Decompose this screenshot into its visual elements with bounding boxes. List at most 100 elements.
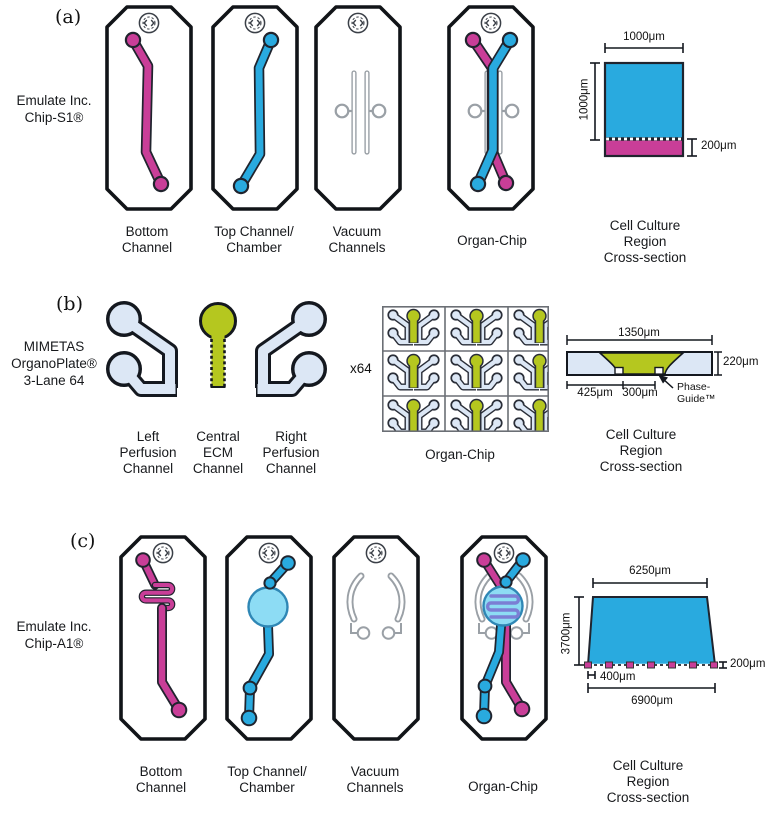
caption-c-chip2: Top Channel/ Chamber xyxy=(206,764,328,796)
vacuum-channels xyxy=(474,572,534,640)
dim-c-pitch: 400μm xyxy=(600,671,636,683)
phase-guide-line: Guide™ xyxy=(677,393,716,405)
dim-c-right: 200μm xyxy=(730,658,766,670)
caption-line: Channel xyxy=(135,780,187,795)
cross-section-b-graphic xyxy=(566,335,722,389)
caption-line: Channel xyxy=(192,461,244,476)
dim-c-bottom: 6900μm xyxy=(631,695,673,707)
caption-line: Cell Culture xyxy=(612,758,684,773)
device-c-line1: Emulate Inc. xyxy=(16,619,92,634)
dim-a-top: 1000μm xyxy=(623,31,665,43)
caption-c-chip4: Organ-Chip xyxy=(443,779,563,795)
caption-line: Cell Culture xyxy=(609,218,681,233)
caption-b-right: Right Perfusion Channel xyxy=(245,429,337,477)
grid-units xyxy=(382,306,549,432)
emulate-logo-icon xyxy=(258,542,280,564)
chip-a-vacuum-graphic xyxy=(314,5,402,211)
chip-a-bottom-channel-graphic xyxy=(105,5,193,211)
caption-line: Channels xyxy=(346,780,404,795)
caption-a-chip2: Top Channel/ Chamber xyxy=(193,224,315,256)
emulate-logo-icon xyxy=(152,542,174,564)
device-title-c: Emulate Inc. Chip-A1® xyxy=(6,618,102,652)
channel-fill xyxy=(109,304,176,394)
cross-section-c-graphic xyxy=(574,578,727,693)
grid-lines xyxy=(382,306,549,432)
organ-plate-grid-graphic xyxy=(382,306,549,432)
device-a-line1: Emulate Inc. xyxy=(16,93,92,108)
organ-chip-channels xyxy=(475,552,531,725)
dim-c-top: 6250μm xyxy=(629,565,671,577)
dim-b-height: 220μm xyxy=(723,356,759,368)
caption-b-left: Left Perfusion Channel xyxy=(103,429,193,477)
bottom-channel xyxy=(135,552,188,719)
emulate-logo-icon xyxy=(347,12,369,34)
caption-line: Top Channel/ xyxy=(227,764,307,779)
caption-line: Bottom xyxy=(125,224,169,239)
device-title-b: MIMETAS OrganoPlate® 3-Lane 64 xyxy=(6,338,102,389)
caption-line: Vacuum xyxy=(350,764,400,779)
organ-chip-channels xyxy=(464,31,519,193)
chamber xyxy=(247,586,289,628)
chamber-outline xyxy=(587,596,716,666)
cross-section-a-graphic xyxy=(590,43,697,158)
caption-line: Channel xyxy=(121,240,173,255)
caption-line: Perfusion xyxy=(262,445,320,460)
panel-label-c: (c) xyxy=(70,530,96,552)
phase-guide-left xyxy=(614,366,624,375)
device-b-line3: 3-Lane 64 xyxy=(23,373,85,388)
caption-line: Organ-Chip xyxy=(425,447,495,462)
caption-line: Cell Culture xyxy=(605,427,677,442)
emulate-logo-icon xyxy=(244,12,266,34)
dim-a-right: 200μm xyxy=(701,140,737,152)
caption-line: Central xyxy=(196,429,240,444)
caption-b-organ: Organ-Chip xyxy=(400,447,520,463)
caption-line: Right xyxy=(275,429,307,444)
caption-line: ECM xyxy=(203,445,233,460)
chip-c-bottom-channel-graphic xyxy=(119,535,207,741)
chip-c-organ-graphic xyxy=(460,535,548,741)
panel-label-b: (b) xyxy=(56,293,83,315)
bottom-channel xyxy=(124,31,170,193)
caption-line: Region xyxy=(626,774,670,789)
chip-a-top-channel-graphic xyxy=(211,5,299,211)
phase-guide-label: Phase- Guide™ xyxy=(677,381,741,405)
chamber-region xyxy=(588,597,715,665)
ecm-stem xyxy=(211,323,225,387)
caption-line: Cross-section xyxy=(603,250,687,265)
top-channel xyxy=(232,31,280,195)
chip-body xyxy=(332,535,420,741)
dimension-lines xyxy=(592,578,708,588)
phase-guide-line: Phase- xyxy=(677,381,711,393)
caption-a-chip3: Vacuum Channels xyxy=(307,224,407,256)
dimension-lines xyxy=(590,43,697,157)
dimension-lines xyxy=(574,596,727,693)
caption-line: Top Channel/ xyxy=(214,224,294,239)
cross-outline xyxy=(603,61,685,158)
dim-b-left: 425μm xyxy=(577,387,613,399)
caption-c-chip3: Vacuum Channels xyxy=(325,764,425,796)
caption-c-chip1: Bottom Channel xyxy=(111,764,211,796)
top-channel-region xyxy=(605,63,683,139)
emulate-logo-icon xyxy=(480,12,502,34)
caption-line: Region xyxy=(619,443,663,458)
caption-line: Bottom xyxy=(139,764,183,779)
caption-line: Cross-section xyxy=(606,790,690,805)
right-perfusion-graphic xyxy=(255,301,327,397)
caption-line: Channels xyxy=(328,240,386,255)
channel-fill xyxy=(257,304,324,394)
emulate-logo-icon xyxy=(493,542,515,564)
panel-label-a: (a) xyxy=(55,6,82,28)
device-b-line2: OrganoPlate® xyxy=(11,356,97,371)
device-title-a: Emulate Inc. Chip-S1® xyxy=(6,92,102,126)
caption-line: Organ-Chip xyxy=(457,233,527,248)
top-channel xyxy=(240,555,296,727)
left-perfusion-graphic xyxy=(106,301,178,397)
chip-c-vacuum-graphic xyxy=(332,535,420,741)
micropillars xyxy=(584,661,718,669)
caption-b-center: Central ECM Channel xyxy=(173,429,263,477)
chip-a-organ-graphic xyxy=(447,5,535,211)
emulate-logo-icon xyxy=(365,542,387,564)
caption-line: Channel xyxy=(122,461,174,476)
device-b-line1: MIMETAS xyxy=(23,339,85,354)
